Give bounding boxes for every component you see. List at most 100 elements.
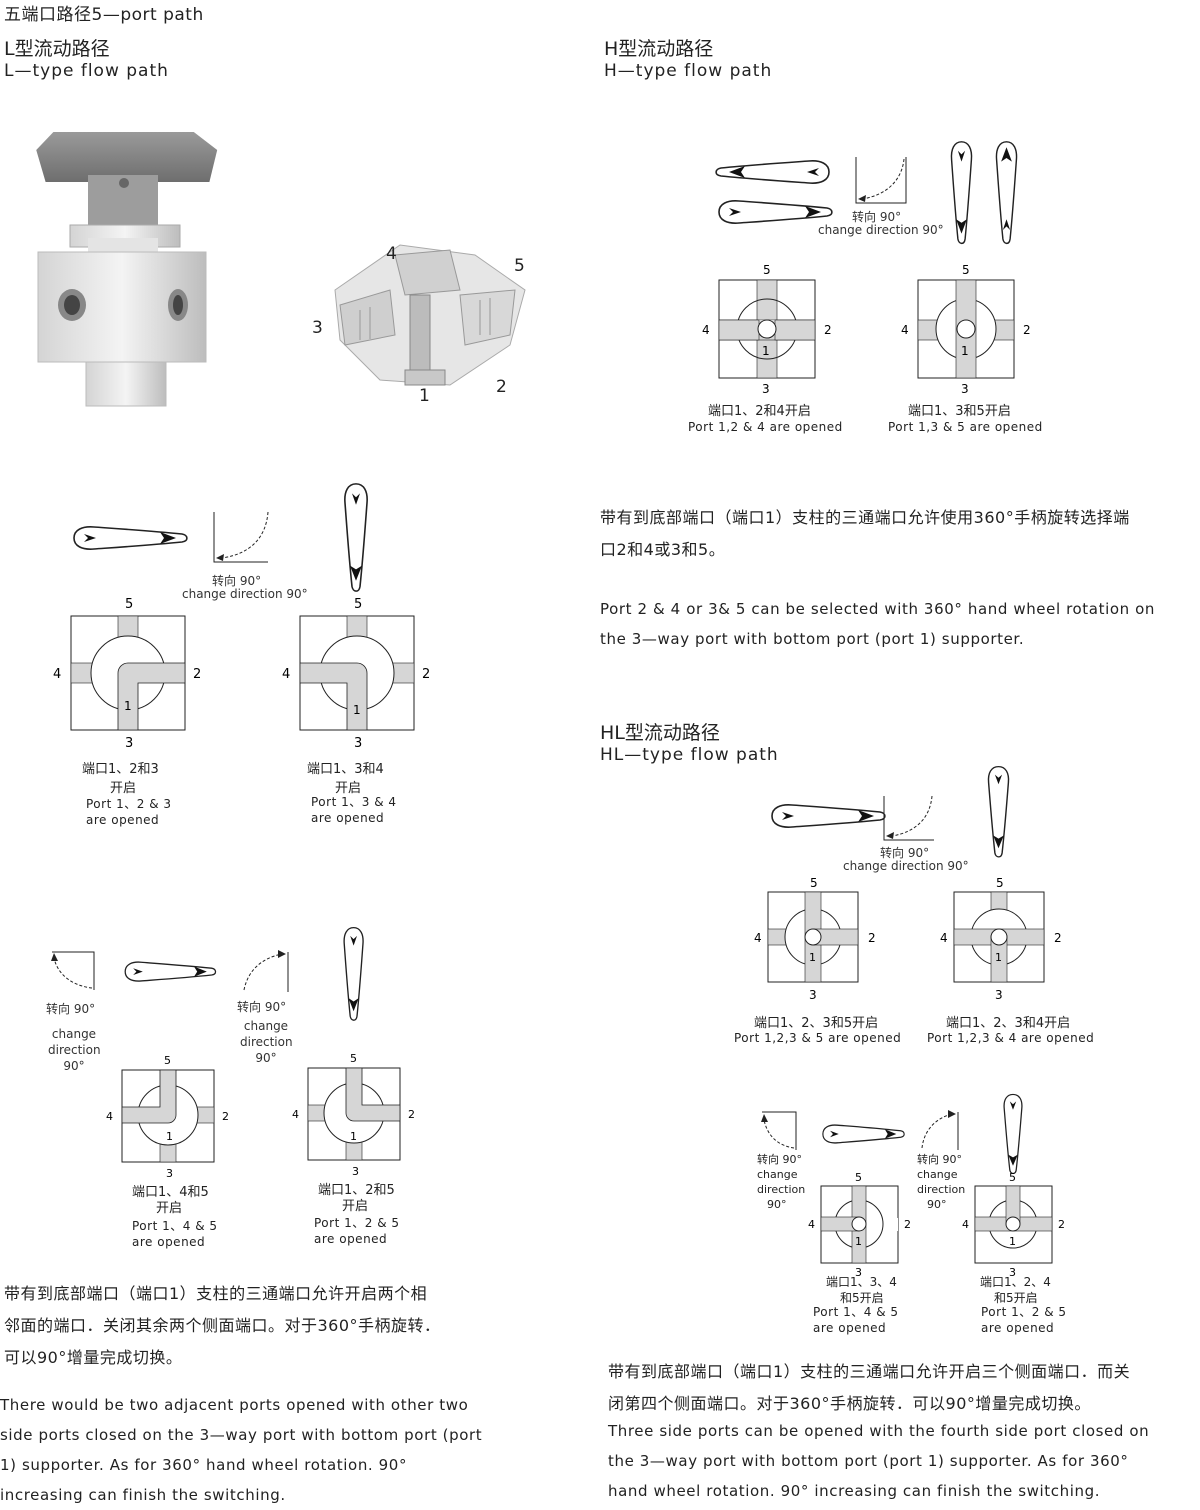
svg-text:2: 2 [422,667,430,682]
l-type-title-cn: L型流动路径 [4,38,110,60]
caption-line: 开启 [342,1199,369,1214]
caption-line: 端口1、3和4 [307,762,384,777]
hl-row2-turn1-text: 转向 90° change direction 90° [757,1152,805,1212]
photo-label-2: 2 [496,377,507,397]
l-row1-handle-icon [73,526,188,550]
h-diagram-2: 5 4 2 1 3 [901,263,1031,396]
l-row2-turn-right-icon [243,950,289,992]
svg-text:1: 1 [350,1130,357,1143]
l-row1-turn-en: change direction 90° [182,587,308,601]
caption-line: are opened [132,1235,206,1249]
svg-text:4: 4 [754,931,762,945]
turn-line: direction [917,1183,966,1196]
l-row1-turn-arrow-icon [213,511,269,563]
valve-photo [36,132,218,407]
h-description-cn-line: 带有到底部端口（端口1）支柱的三通端口允许使用360°手柄旋转选择端 [600,508,1130,527]
photo-label-1: 1 [419,386,430,406]
turn-line: 转向 90° [917,1153,962,1166]
l-diagram-4: 5 4 2 1 3 [292,1052,415,1178]
caption-line: Port 1、2 & 3 [86,797,172,811]
l-type-title-en: L—type flow path [4,61,169,81]
hl-diagram-2-caption-cn: 端口1、2、3和4开启 [946,1016,1071,1031]
hl-row2-handle-icon [822,1124,905,1144]
svg-text:2: 2 [408,1108,415,1121]
hl-row1-turn-en: change direction 90° [843,859,969,873]
svg-text:4: 4 [808,1218,815,1231]
svg-text:3: 3 [354,736,362,751]
h-description-en-line: Port 2 & 4 or 3& 5 can be selected with … [600,600,1155,618]
l-row2-turn1-cn: 转向 90° [46,1002,96,1016]
l-description-cn-line: 邻面的端口．关闭其余两个侧面端口。对于360°手柄旋转． [4,1316,441,1335]
hl-description-en-line: hand wheel rotation. 90° increasing can … [608,1482,1101,1500]
hl-row1-turn-cn: 转向 90° [880,846,930,860]
l-description-cn-line: 带有到底部端口（端口1）支柱的三通端口允许开启两个相 [4,1284,428,1303]
svg-text:3: 3 [125,736,133,751]
h-turn-cn: 转向 90° [852,210,902,224]
svg-text:2: 2 [868,931,876,945]
h-description-cn-line: 口2和4或3和5。 [600,540,726,559]
svg-text:2: 2 [222,1110,229,1123]
svg-text:3: 3 [809,988,817,1002]
hl-diagram-1-caption-en: Port 1,2,3 & 5 are opened [734,1031,902,1045]
h-description-en: Port 2 & 4 or 3& 5 can be selected with … [600,594,1200,654]
photo-label-4: 4 [386,244,397,264]
h-type-title-cn: H型流动路径 [604,38,714,60]
l-row1-turn-cn: 转向 90° [212,574,262,588]
l-description-cn: 带有到底部端口（端口1）支柱的三通端口允许开启两个相 邻面的端口．关闭其余两个侧… [4,1278,494,1374]
svg-text:4: 4 [940,931,948,945]
svg-text:4: 4 [106,1110,113,1123]
l-diagram-2: 5 4 2 1 3 [282,597,430,751]
svg-text:2: 2 [193,667,201,682]
h-description-en-line: the 3—way port with bottom port (port 1)… [600,630,1025,648]
hl-description-cn-line: 带有到底部端口（端口1）支柱的三通端口允许开启三个侧面端口．而关 [608,1362,1131,1381]
svg-text:1: 1 [961,344,969,358]
port-4-label: 4 [702,323,710,337]
hl-diagram-2: 5 4 2 1 3 [940,876,1062,1002]
hl-row1-turn-arrow-icon [883,795,934,841]
l-row1-handle-vertical-icon [344,483,368,592]
svg-text:5: 5 [354,597,362,612]
hl-row2-handle-vertical-icon [1003,1093,1023,1175]
svg-text:5: 5 [350,1052,357,1065]
svg-text:3: 3 [961,382,969,396]
svg-text:3: 3 [995,988,1003,1002]
hl-row1-handle-icon [771,804,886,828]
svg-text:4: 4 [901,323,909,337]
hl-diagram-2-caption-en: Port 1,2,3 & 4 are opened [927,1031,1095,1045]
hl-type-title-cn: HL型流动路径 [600,722,720,744]
caption-line: 端口1、2和3 [82,762,159,777]
svg-text:4: 4 [962,1218,969,1231]
svg-text:1: 1 [166,1130,173,1143]
svg-text:2: 2 [1054,931,1062,945]
turn-line: 90° [255,1051,277,1065]
svg-text:4: 4 [282,667,290,682]
svg-text:2: 2 [904,1218,911,1231]
hl-diagram-3: 5 4 2 1 3 [808,1171,911,1278]
caption-line: 和5开启 [840,1291,884,1305]
svg-text:4: 4 [292,1108,299,1121]
caption-line: Port 1、2 & 5 [981,1305,1067,1319]
port-5-label: 5 [763,263,771,277]
h-turn-en: change direction 90° [818,223,944,237]
h-diagram-1: 5 4 2 1 3 [702,263,832,396]
svg-text:1: 1 [353,703,361,717]
h-diagram-2-caption-en: Port 1,3 & 5 are opened [888,420,1043,434]
hl-description-en-line: Three side ports can be opened with the … [608,1422,1150,1440]
svg-text:5: 5 [810,876,818,890]
hl-description-en: Three side ports can be opened with the … [608,1416,1200,1506]
turn-line: change [51,1027,97,1041]
h-diagram-1-caption-en: Port 1,2 & 4 are opened [688,420,843,434]
l-diagram-3: 5 4 2 1 3 [106,1054,229,1180]
handle-up-icon [995,141,1018,245]
turn-line: direction [240,1035,293,1049]
hl-row2-turn-left-icon [761,1111,797,1150]
h-handles-vertical [950,141,1018,245]
